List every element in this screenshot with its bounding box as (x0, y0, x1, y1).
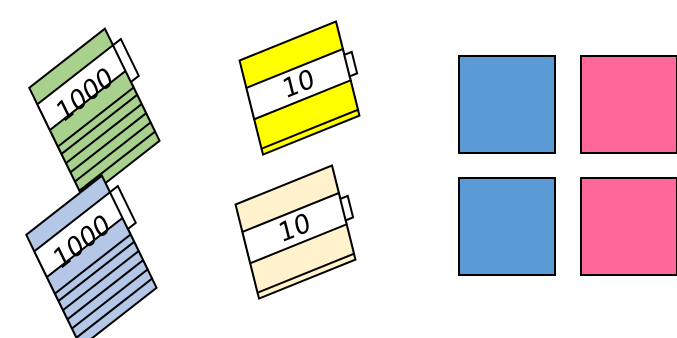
cream-banknote-stack-icon: 10 (234, 164, 357, 300)
band-tab (111, 37, 141, 84)
green-banknote-stack-icon: 1000 (28, 27, 161, 202)
blue-square (458, 55, 556, 154)
band-tab (108, 184, 138, 231)
blue-square (458, 177, 556, 276)
band-tab (339, 194, 355, 222)
pink-square (580, 55, 677, 154)
pink-square (580, 177, 677, 276)
blue-banknote-stack-icon: 1000 (25, 174, 158, 338)
yellow-banknote-stack-icon: 10 (238, 20, 361, 156)
band-tab (343, 50, 359, 78)
